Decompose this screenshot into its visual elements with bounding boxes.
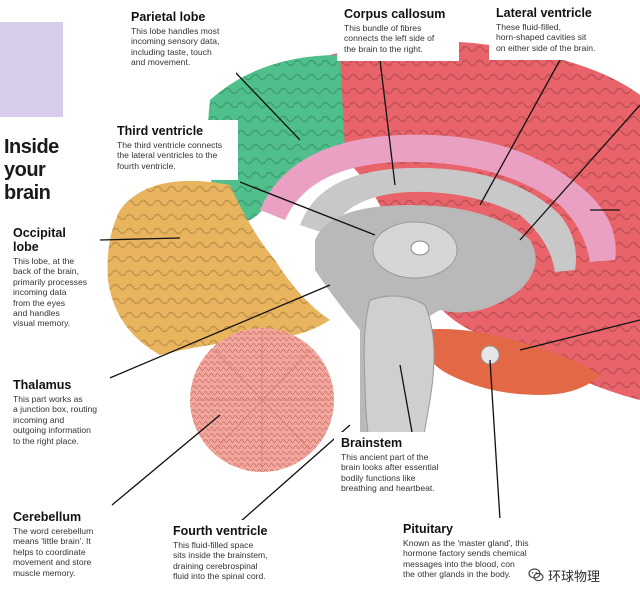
- watermark: 环球物理: [528, 565, 600, 585]
- third-ventricle-desc: The third ventricle connects the lateral…: [117, 140, 223, 171]
- parietal-lobe-desc: This lobe handles most incoming sensory …: [131, 26, 220, 68]
- occipital-lobe-title: Occipital lobe: [13, 226, 66, 254]
- cerebellum-desc: The word cerebellum means 'little brain'…: [13, 526, 94, 578]
- temporal-lobe: [420, 329, 600, 395]
- label-fourth-ventricle: Fourth ventricle This fluid-filled space…: [166, 520, 282, 590]
- lateral-ventricle-desc: These fluid-filled, horn-shaped cavities…: [496, 22, 596, 53]
- cerebellum-title: Cerebellum: [13, 510, 82, 524]
- thalamus-desc: This part works as a junction box, routi…: [13, 394, 98, 446]
- leader-lines: [99, 59, 640, 523]
- corpus-callosum-desc: This bundle of fibres connects the left …: [344, 23, 435, 54]
- label-thalamus: Thalamus This part works as a junction b…: [6, 374, 110, 458]
- corpus-callosum-title: Corpus callosum: [344, 7, 446, 21]
- limbic-arch: [260, 134, 616, 262]
- lateral-ventricle-title: Lateral ventricle: [496, 6, 592, 20]
- purple-accent-block: [0, 22, 63, 117]
- brainstem-title: Brainstem: [341, 436, 403, 450]
- watermark-text: 环球物理: [548, 569, 601, 585]
- third-ventricle-title: Third ventricle: [117, 124, 204, 138]
- occipital-lobe-desc: This lobe, at the back of the brain, pri…: [13, 256, 88, 329]
- label-corpus-callosum: Corpus callosum This bundle of fibres co…: [337, 3, 459, 61]
- corpus-callosum: [300, 167, 576, 272]
- label-brainstem: Brainstem This ancient part of the brain…: [334, 432, 476, 504]
- brainstem-desc: This ancient part of the brain looks aft…: [341, 452, 439, 494]
- page-title: Inside your brain: [4, 136, 59, 204]
- label-lateral-ventricle: Lateral ventricle These fluid-filled, ho…: [489, 2, 611, 60]
- pituitary-desc: Known as the 'master gland', this hormon…: [403, 538, 529, 580]
- fourth-ventricle-title: Fourth ventricle: [173, 524, 268, 538]
- parietal-lobe-title: Parietal lobe: [131, 10, 206, 24]
- thalamus-title: Thalamus: [13, 378, 72, 392]
- fourth-ventricle-desc: This fluid-filled space sits inside the …: [173, 540, 268, 582]
- label-parietal-lobe: Parietal lobe This lobe handles most inc…: [124, 6, 236, 76]
- pituitary-title: Pituitary: [403, 522, 454, 536]
- wechat-icon: [528, 568, 544, 582]
- label-occipital-lobe: Occipital lobe This lobe, at the back of…: [6, 222, 100, 344]
- label-cerebellum: Cerebellum The word cerebellum means 'li…: [6, 506, 114, 592]
- label-third-ventricle: Third ventricle The third ventricle conn…: [110, 120, 238, 180]
- label-pituitary: Pituitary Known as the 'master gland', t…: [396, 518, 544, 594]
